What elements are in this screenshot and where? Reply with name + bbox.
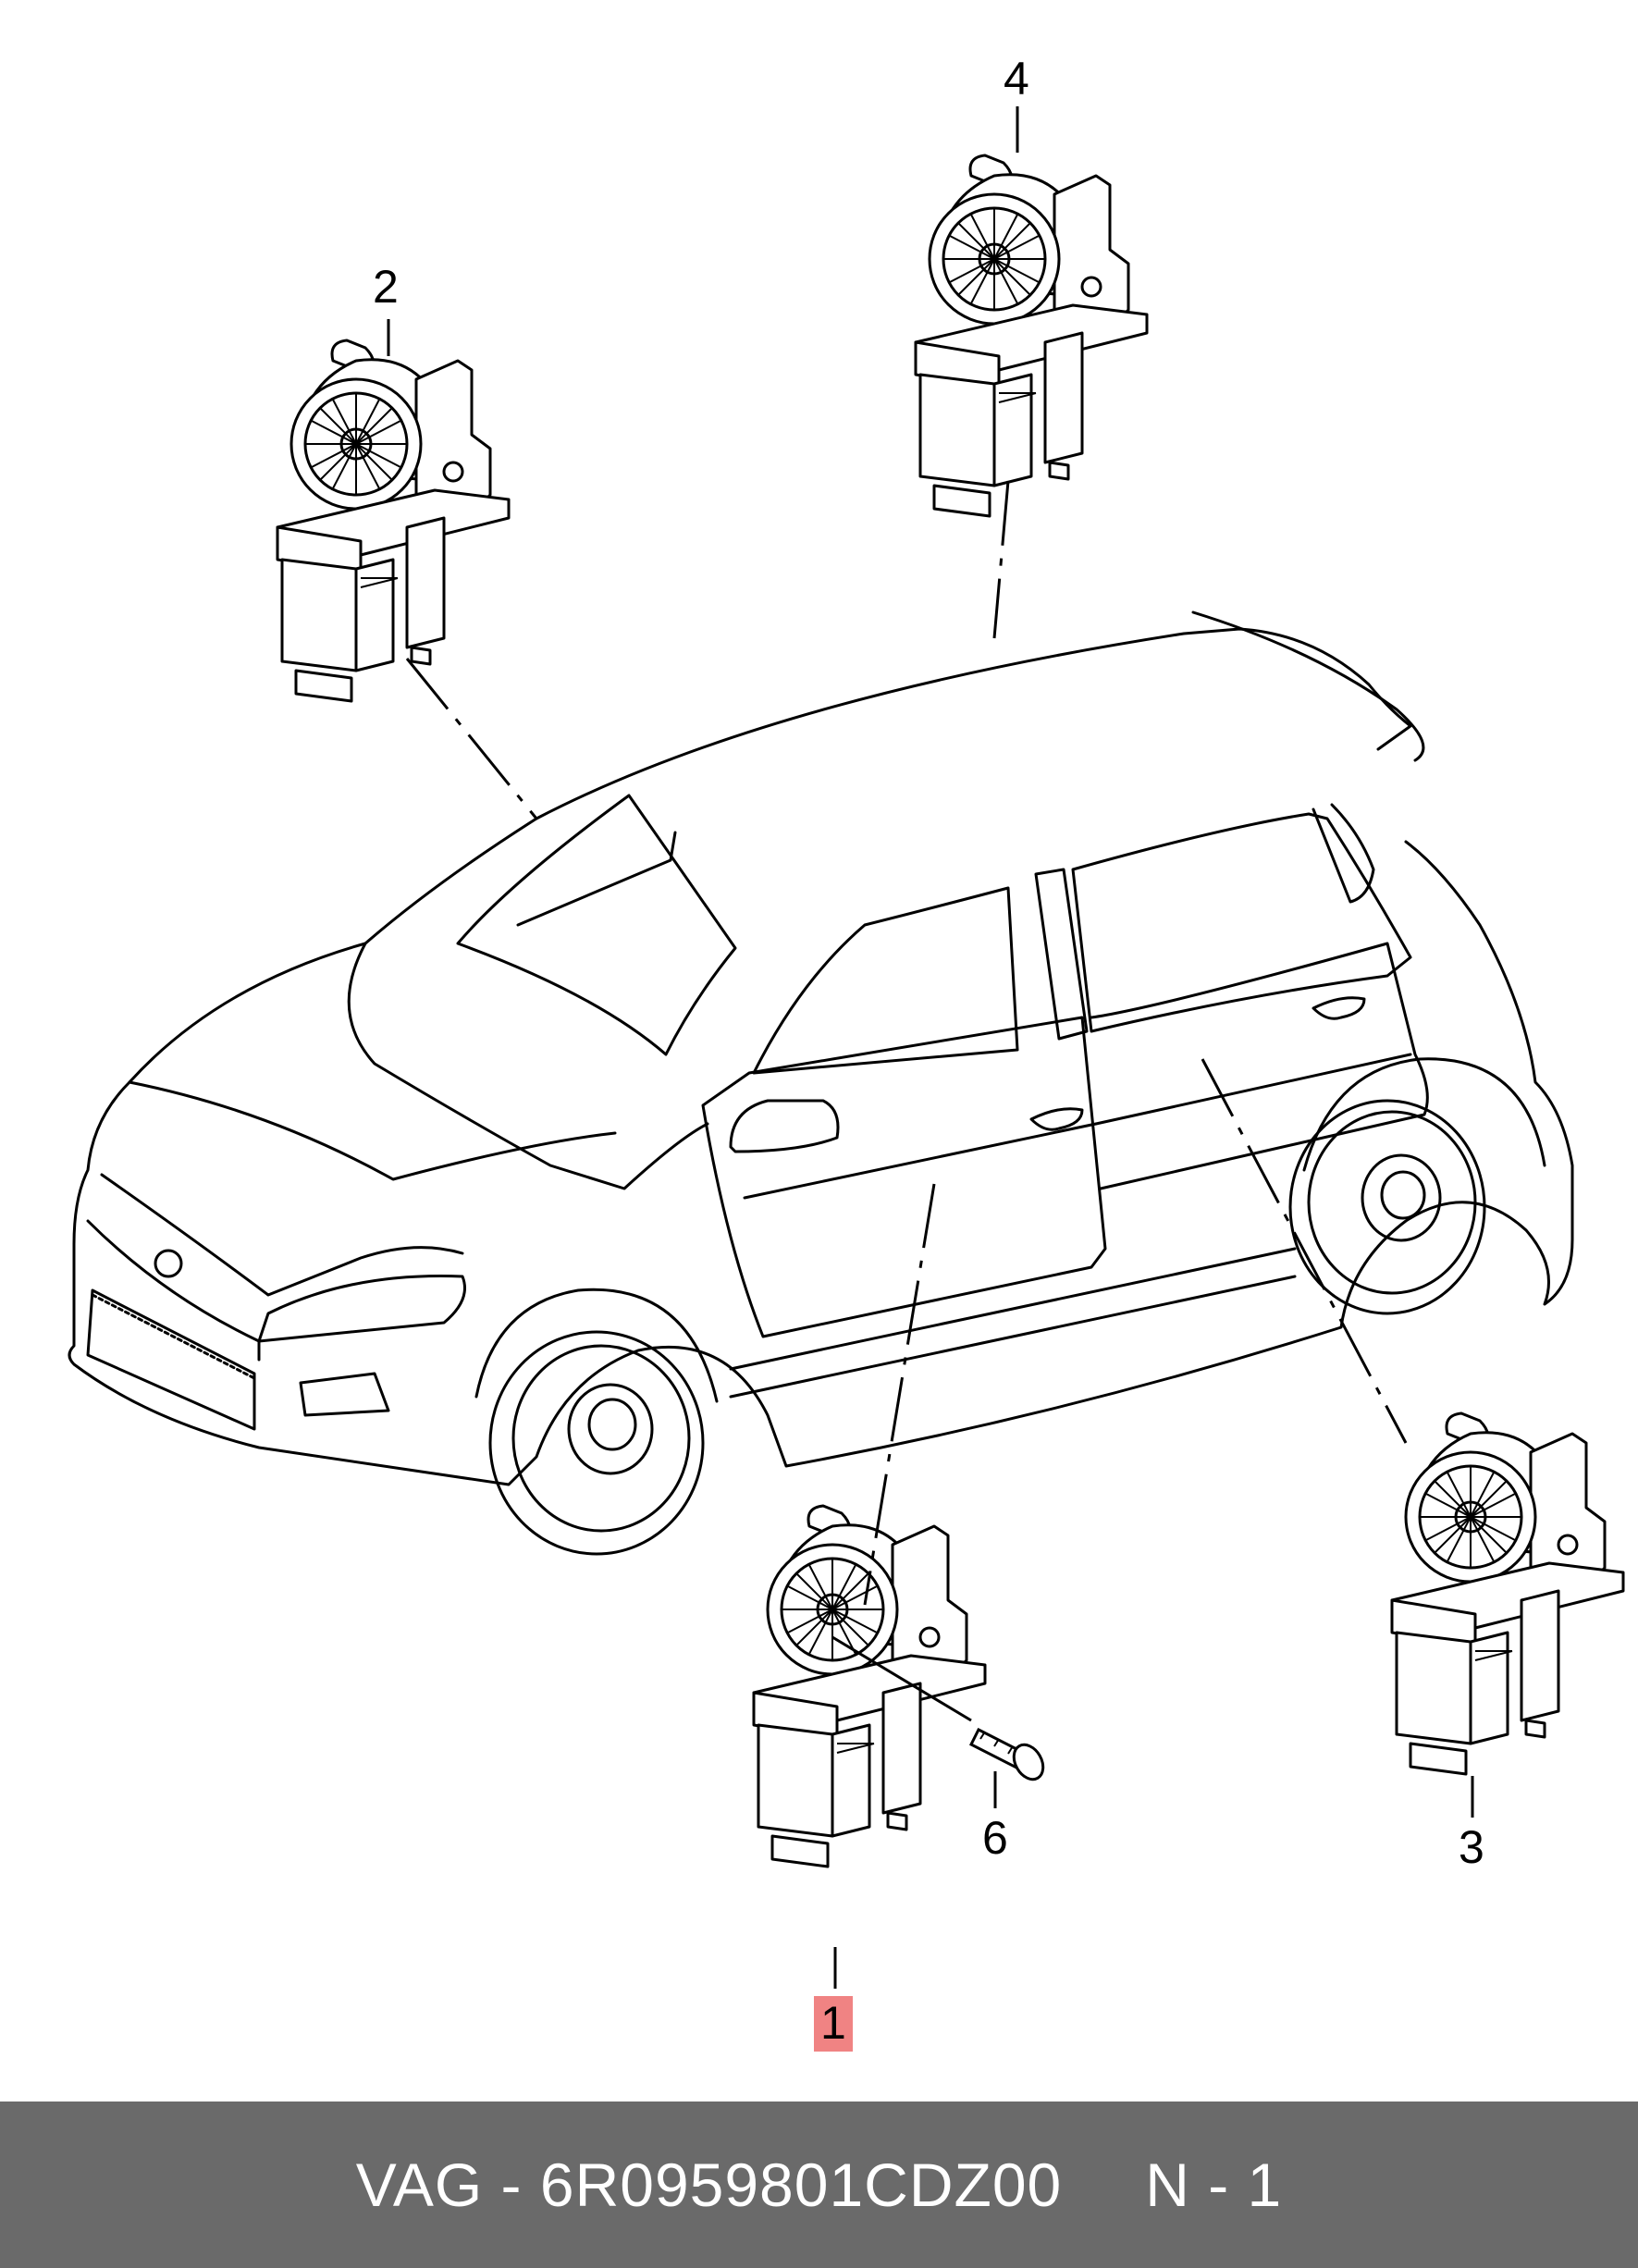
association-lines [405,480,1408,1606]
callout-6: 6 [982,1812,1008,1864]
part-number-text: VAG - 6R0959801CDZ00 [355,2151,1063,2219]
car-illustration [68,610,1574,1556]
window-motor-4 [914,154,1149,518]
footer-bar: VAG - 6R0959801CDZ00 N - 1 [0,2102,1638,2268]
callout-4: 4 [1004,53,1029,105]
window-motor-1 [752,1504,987,1868]
leader-line-6-motor [831,1635,972,1722]
page-indicator-text: N - 1 [1145,2151,1283,2219]
window-motor-3 [1390,1411,1625,1776]
exploded-parts-diagram [68,106,1625,1989]
callout-3: 3 [1459,1821,1484,1873]
callout-1-highlighted: 1 [814,1996,853,2052]
callout-2: 2 [373,261,399,313]
screw-6 [968,1727,1045,1781]
window-motor-2 [276,339,511,703]
